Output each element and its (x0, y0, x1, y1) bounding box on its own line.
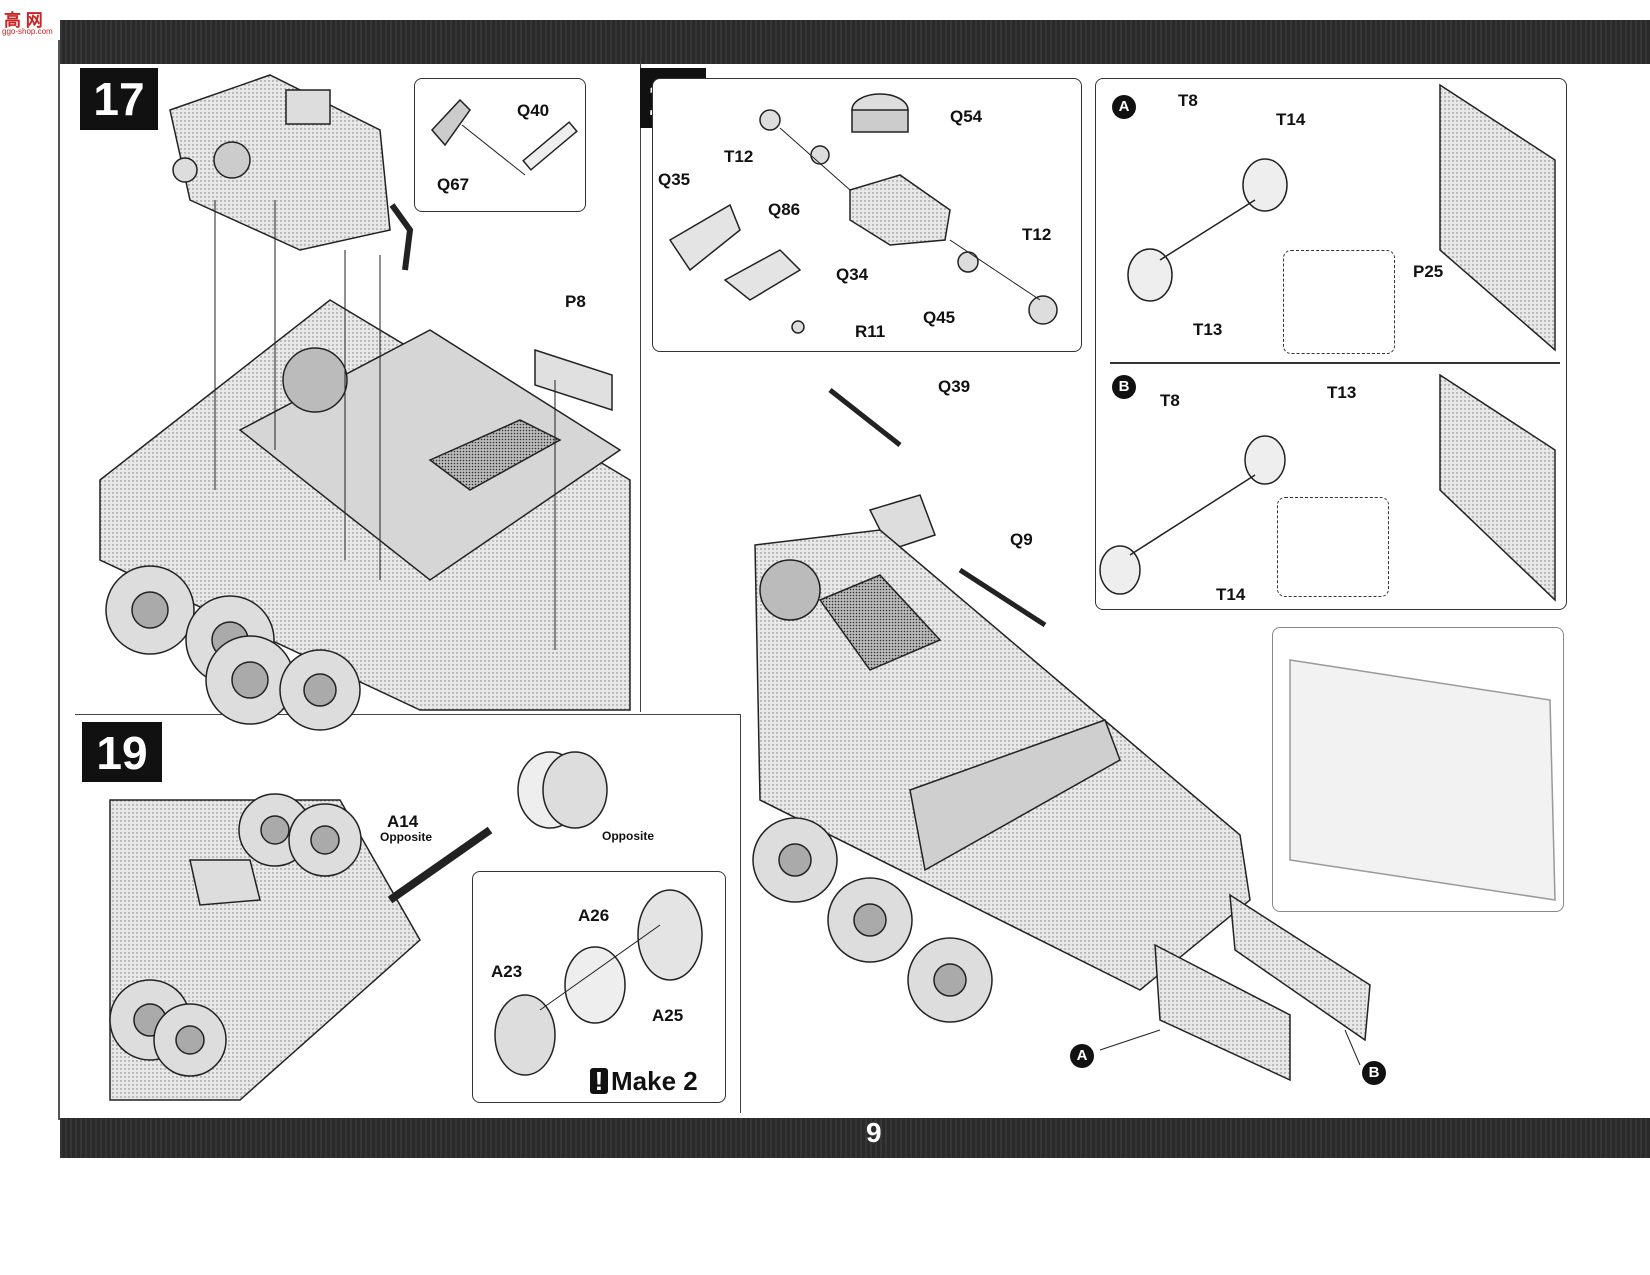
label-r11: R11 (855, 322, 886, 341)
label-opposite-1: Opposite (380, 830, 433, 844)
label-q35: Q35 (658, 170, 691, 189)
label-a-p25: P25 (1413, 262, 1444, 281)
label-a23: A23 (491, 962, 523, 981)
watermark-url: ggo-shop.com (2, 27, 53, 36)
variant-b-badge: B (1112, 375, 1136, 399)
label-b-t14: T14 (1216, 585, 1246, 604)
bottom-badge-b: B (1362, 1061, 1386, 1085)
label-q45: Q45 (923, 308, 956, 327)
header-band (60, 20, 1650, 64)
left-margin-line (58, 40, 60, 1120)
step-19-drawing (109, 751, 703, 1101)
label-t12-top: T12 (724, 147, 754, 166)
label-q86: Q86 (768, 200, 801, 219)
label-a-t8: T8 (1178, 91, 1198, 110)
label-a-t14: T14 (1276, 110, 1306, 129)
label-a25: A25 (652, 1006, 684, 1025)
variant-divider (1110, 362, 1560, 364)
variant-b-inset (1277, 497, 1389, 597)
step-18-parts-drawing (668, 93, 1058, 334)
step-17-panel (75, 62, 641, 712)
variant-a-inset (1283, 250, 1395, 354)
make-2-note: !Make 2 (590, 1066, 698, 1097)
variant-a-badge: A (1112, 95, 1136, 119)
watermark-logo: 高 网 (4, 11, 43, 30)
label-q67: Q67 (437, 175, 470, 194)
footer-band (60, 1118, 1650, 1158)
variant-drawings (1099, 83, 1556, 901)
bottom-badge-a: A (1070, 1044, 1094, 1068)
label-a26: A26 (578, 906, 610, 925)
step-19-number: 19 (82, 722, 162, 782)
make-2-text: Make 2 (611, 1066, 698, 1096)
label-a14: A14 (387, 812, 419, 831)
label-a-t13: T13 (1193, 320, 1223, 339)
label-b-t13: T13 (1327, 383, 1357, 402)
exclamation-icon: ! (590, 1068, 608, 1094)
label-p8: P8 (565, 292, 586, 311)
label-q40: Q40 (517, 101, 550, 120)
label-t12-right: T12 (1022, 225, 1052, 244)
label-opposite-2: Opposite (602, 829, 655, 843)
label-q34: Q34 (836, 265, 869, 284)
label-b-t8: T8 (1160, 391, 1180, 410)
label-q9: Q9 (1010, 530, 1033, 549)
label-q39: Q39 (938, 377, 971, 396)
step-18-hull-drawing (752, 388, 1371, 1082)
label-q54: Q54 (950, 107, 983, 126)
step-17-drawing (99, 74, 631, 731)
step-17-number: 17 (80, 68, 158, 130)
page-number: 9 (866, 1117, 882, 1148)
step-19-panel (75, 714, 741, 1113)
